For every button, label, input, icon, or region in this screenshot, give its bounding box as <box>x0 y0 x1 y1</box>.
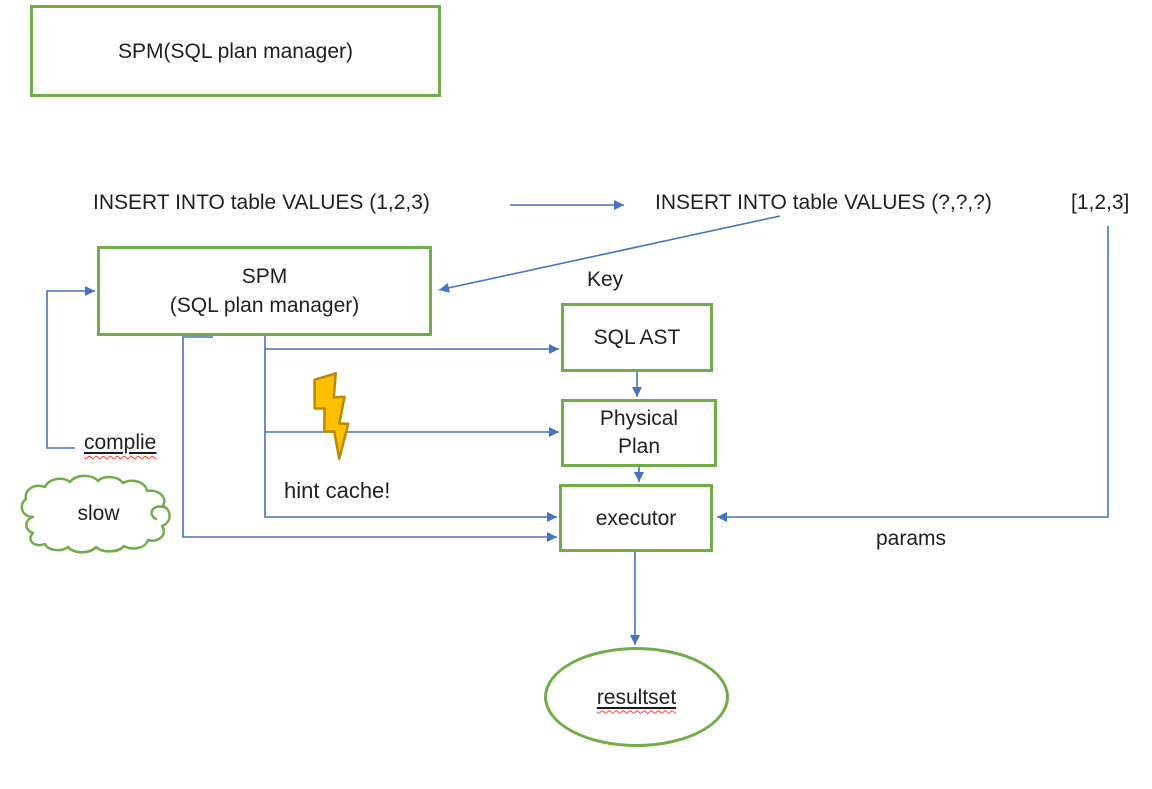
slow-label-wrap: slow <box>25 483 172 545</box>
sql-ast-label: SQL AST <box>593 326 681 349</box>
sql-literal-text: INSERT INTO table VALUES (1,2,3) <box>93 191 430 214</box>
cloud-shape-icon <box>20 474 171 554</box>
complie-label-text: complie <box>84 431 157 454</box>
executor-node: executor <box>559 484 713 552</box>
arrow-params-to-executor <box>717 226 1109 522</box>
arrow-complie-to-spm <box>46 286 95 449</box>
sql-parameterized-text: INSERT INTO table VALUES (?,?,?) <box>655 191 992 214</box>
spm-node-label-line1: SPM <box>241 265 288 288</box>
physical-plan-label-line1: Physical <box>599 407 679 430</box>
lightning-bolt-icon <box>313 372 350 461</box>
resultset-label: resultset <box>596 685 677 709</box>
arrow-spm-to-executor-inner <box>264 336 557 522</box>
executor-label: executor <box>595 506 677 530</box>
title-box: SPM(SQL plan manager) <box>30 5 441 97</box>
physical-plan-label-line2: Plan <box>617 435 661 458</box>
arrow-parameterized-to-spm <box>438 215 781 293</box>
params-array-text: [1,2,3] <box>1071 191 1130 214</box>
params-label: params <box>876 527 947 550</box>
spm-node-label-line2: (SQL plan manager) <box>169 294 360 317</box>
complie-label: complie <box>84 431 156 455</box>
spm-node: SPM (SQL plan manager) <box>97 246 432 336</box>
title-box-label: SPM(SQL plan manager) <box>118 39 353 63</box>
key-label: Key <box>587 268 624 291</box>
arrow-spm-to-executor-outer <box>182 336 557 542</box>
resultset-node: resultset <box>544 647 729 747</box>
sql-ast-node: SQL AST <box>561 303 713 372</box>
hint-cache-label: hint cache! <box>284 478 391 503</box>
physical-plan-node: Physical Plan <box>561 399 717 467</box>
slow-label: slow <box>77 502 120 525</box>
